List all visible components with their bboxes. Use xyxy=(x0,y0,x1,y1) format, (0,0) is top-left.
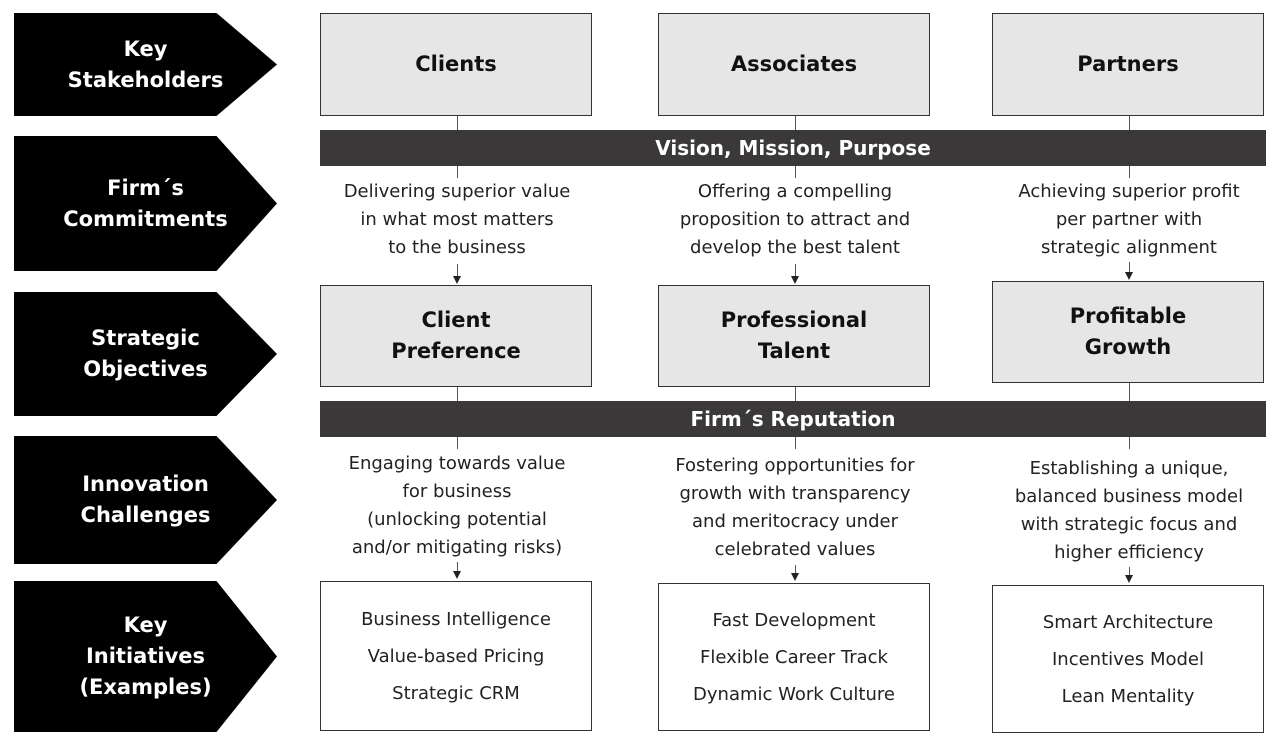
connector-line xyxy=(457,437,458,449)
row-label-innovation-challenges: Innovation Challenges xyxy=(14,436,277,564)
initiatives-associates: Fast Development Flexible Career Track D… xyxy=(658,583,930,731)
initiative-item: Fast Development xyxy=(712,609,876,631)
stakeholder-partners: Partners xyxy=(992,13,1264,116)
connector-line xyxy=(795,166,796,178)
initiative-item: Strategic CRM xyxy=(392,682,520,704)
challenge-associates: Fostering opportunities for growth with … xyxy=(675,455,915,560)
arrow-line xyxy=(795,565,796,574)
arrow-down-icon xyxy=(453,276,461,284)
initiative-item: Incentives Model xyxy=(1051,648,1205,670)
connector-line xyxy=(795,387,796,401)
row-label-key-stakeholders: Key Stakeholders xyxy=(14,13,277,116)
vision-mission-purpose-bar: Vision, Mission, Purpose xyxy=(320,130,1266,166)
connector-line xyxy=(457,116,458,130)
stakeholder-associates: Associates xyxy=(658,13,930,116)
row-label-text: Key Stakeholders xyxy=(67,36,224,92)
connector-line xyxy=(1129,166,1130,178)
initiative-item: Dynamic Work Culture xyxy=(693,683,895,705)
arrow-line xyxy=(457,264,458,278)
row-label-key-initiatives: Key Initiatives (Examples) xyxy=(14,581,277,732)
arrow-down-icon xyxy=(791,276,799,284)
connector-line xyxy=(795,437,796,449)
initiative-item: Value-based Pricing xyxy=(367,645,545,667)
objective-client-preference: Client Preference xyxy=(320,285,592,387)
arrow-down-icon xyxy=(1125,272,1133,280)
firms-reputation-bar: Firm´s Reputation xyxy=(320,401,1266,437)
connector-line xyxy=(1129,437,1130,449)
challenge-partners: Establishing a unique, balanced business… xyxy=(1014,458,1244,563)
initiative-item: Flexible Career Track xyxy=(700,646,888,668)
arrow-down-icon xyxy=(1125,575,1133,583)
row-label-text: Innovation Challenges xyxy=(80,472,211,527)
arrow-line xyxy=(457,562,458,572)
initiatives-partners: Smart Architecture Incentives Model Lean… xyxy=(992,585,1264,733)
row-label-firms-commitments: Firm´s Commitments xyxy=(14,136,277,271)
commitment-associates: Offering a compelling proposition to att… xyxy=(679,181,911,258)
initiative-item: Smart Architecture xyxy=(1042,611,1214,633)
arrow-line xyxy=(1129,567,1130,576)
arrow-down-icon xyxy=(453,571,461,579)
initiative-item: Business Intelligence xyxy=(361,608,551,630)
objective-professional-talent: Professional Talent xyxy=(658,285,930,387)
row-label-text: Strategic Objectives xyxy=(83,326,208,381)
objective-profitable-growth: Profitable Growth xyxy=(992,281,1264,383)
arrow-line xyxy=(1129,262,1130,274)
initiatives-clients: Business Intelligence Value-based Pricin… xyxy=(320,581,592,731)
challenge-clients: Engaging towards value for business (unl… xyxy=(348,453,566,558)
commitment-clients: Delivering superior value in what most m… xyxy=(343,181,571,258)
commitment-partners: Achieving superior profit per partner wi… xyxy=(1018,181,1240,258)
initiative-item: Lean Mentality xyxy=(1061,685,1195,707)
row-label-text: Firm´s Commitments xyxy=(63,175,228,231)
connector-line xyxy=(457,387,458,401)
connector-line xyxy=(1129,116,1130,130)
stakeholder-clients: Clients xyxy=(320,13,592,116)
row-label-text: Key Initiatives (Examples) xyxy=(79,613,212,699)
connector-line xyxy=(457,166,458,178)
connector-line xyxy=(795,116,796,130)
arrow-down-icon xyxy=(791,573,799,581)
connector-line xyxy=(1129,383,1130,401)
arrow-line xyxy=(795,264,796,278)
row-label-strategic-objectives: Strategic Objectives xyxy=(14,292,277,416)
